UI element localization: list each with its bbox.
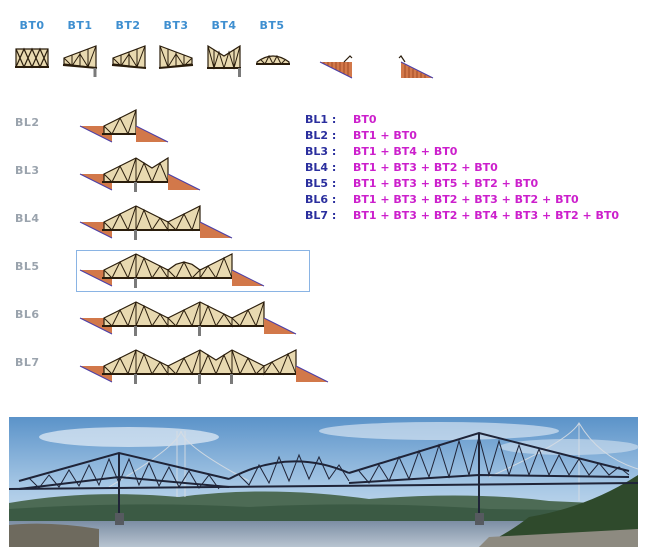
tile-label-bt0: BT0	[12, 19, 52, 32]
legend-row-bl1: BL1 :BT0	[305, 113, 377, 126]
legend-key: BL1 :	[305, 113, 353, 126]
legend-key: BL6 :	[305, 193, 353, 206]
bridge-row-bl5[interactable]	[80, 248, 320, 294]
bridge-row-bl6[interactable]	[80, 296, 350, 342]
legend-value: BT1 + BT3 + BT2 + BT4 + BT3 + BT2 + BT0	[353, 209, 619, 222]
legend-row-bl2: BL2 :BT1 + BT0	[305, 129, 417, 142]
legend-row-bl6: BL6 :BT1 + BT3 + BT2 + BT3 + BT2 + BT0	[305, 193, 579, 206]
row-label-bl4: BL4	[15, 212, 55, 225]
legend-key: BL7 :	[305, 209, 353, 222]
legend-row-bl4: BL4 :BT1 + BT3 + BT2 + BT0	[305, 161, 498, 174]
bridge-photo	[9, 417, 638, 547]
tile-label-bt2: BT2	[108, 19, 148, 32]
pier	[134, 230, 137, 240]
legend-value: BT1 + BT3 + BT2 + BT0	[353, 161, 498, 174]
pier	[230, 374, 233, 384]
pier	[198, 374, 201, 384]
truss-body	[104, 302, 264, 326]
tile-bt3[interactable]	[159, 44, 193, 70]
tile-label-bt3: BT3	[156, 19, 196, 32]
legend-value: BT1 + BT3 + BT2 + BT3 + BT2 + BT0	[353, 193, 579, 206]
abutment-tile-left[interactable]	[320, 56, 354, 80]
legend-key: BL5 :	[305, 177, 353, 190]
legend-value: BT1 + BT3 + BT5 + BT2 + BT0	[353, 177, 538, 190]
tile-bt4[interactable]	[207, 44, 241, 78]
tile-label-bt4: BT4	[204, 19, 244, 32]
legend-row-bl5: BL5 :BT1 + BT3 + BT5 + BT2 + BT0	[305, 177, 538, 190]
legend-value: BT1 + BT4 + BT0	[353, 145, 457, 158]
abutment-tile-right[interactable]	[399, 56, 433, 80]
bridge-row-bl7[interactable]	[80, 344, 380, 390]
row-label-bl6: BL6	[15, 308, 55, 321]
row-label-bl7: BL7	[15, 356, 55, 369]
tile-label-bt1: BT1	[60, 19, 100, 32]
legend-value: BT0	[353, 113, 377, 126]
pier	[134, 182, 137, 192]
tile-label-bt5: BT5	[252, 19, 292, 32]
legend-key: BL4 :	[305, 161, 353, 174]
pier	[134, 374, 137, 384]
row-label-bl5: BL5	[15, 260, 55, 273]
legend-row-bl3: BL3 :BT1 + BT4 + BT0	[305, 145, 457, 158]
pier	[198, 326, 201, 336]
tile-bt0[interactable]	[15, 44, 49, 70]
row-label-bl2: BL2	[15, 116, 55, 129]
tile-bt1[interactable]	[63, 44, 97, 78]
bridge-row-bl3[interactable]	[80, 152, 320, 198]
tile-bt2[interactable]	[112, 44, 146, 70]
legend-key: BL3 :	[305, 145, 353, 158]
bridge-row-bl4[interactable]	[80, 200, 320, 246]
legend-value: BT1 + BT0	[353, 129, 417, 142]
bridge-row-bl2[interactable]	[80, 104, 320, 150]
legend-row-bl7: BL7 :BT1 + BT3 + BT2 + BT4 + BT3 + BT2 +…	[305, 209, 619, 222]
tile-bt5[interactable]	[256, 44, 290, 70]
legend-key: BL2 :	[305, 129, 353, 142]
pier	[134, 278, 137, 288]
row-label-bl3: BL3	[15, 164, 55, 177]
pier	[134, 326, 137, 336]
